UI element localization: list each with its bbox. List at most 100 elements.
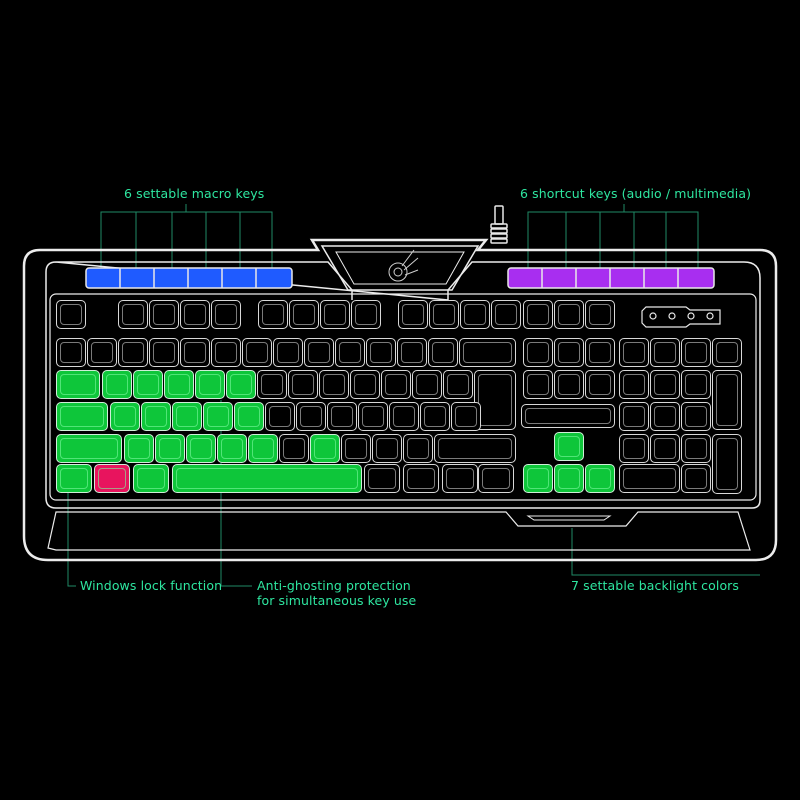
key-enter [474, 370, 516, 430]
shortcut-keys-bar [507, 267, 715, 289]
key [554, 370, 584, 399]
key-numpad-plus [712, 370, 742, 430]
key [650, 434, 680, 463]
key [310, 434, 340, 463]
key [585, 300, 615, 329]
key [149, 338, 179, 367]
key [164, 370, 194, 399]
key-ctrl-left [56, 464, 92, 493]
callout-anti-ghosting-1: Anti-ghosting protection [257, 578, 411, 593]
key [273, 338, 303, 367]
key-shift-left [56, 434, 122, 463]
key [350, 370, 380, 399]
key [203, 402, 233, 431]
key [491, 300, 521, 329]
callout-macro-keys: 6 settable macro keys [124, 186, 265, 201]
indicator-leds [641, 306, 721, 328]
key [211, 338, 241, 367]
key-blank-panel [521, 404, 615, 428]
key-arrow [554, 464, 584, 493]
key [619, 338, 649, 367]
key [403, 434, 433, 463]
key [478, 464, 514, 493]
key [319, 370, 349, 399]
key [403, 464, 439, 493]
key [155, 434, 185, 463]
key [257, 370, 287, 399]
brand-logo-icon [388, 249, 419, 282]
key [442, 464, 478, 493]
key [389, 402, 419, 431]
key [327, 402, 357, 431]
key [650, 370, 680, 399]
key [180, 300, 210, 329]
key [585, 370, 615, 399]
key [619, 434, 649, 463]
key-tab [56, 370, 100, 399]
key [412, 370, 442, 399]
key [258, 300, 288, 329]
key-shift-right [434, 434, 516, 463]
key [195, 370, 225, 399]
key [428, 338, 458, 367]
key [712, 338, 742, 367]
key-numpad-0 [619, 464, 680, 493]
key [681, 370, 711, 399]
key [56, 338, 86, 367]
key [211, 300, 241, 329]
key-space [172, 464, 362, 493]
key-windows-lock [94, 464, 130, 493]
key [118, 338, 148, 367]
key [381, 370, 411, 399]
key [650, 402, 680, 431]
key [304, 338, 334, 367]
callout-windows-lock: Windows lock function [80, 578, 223, 593]
key [279, 434, 309, 463]
key [265, 402, 295, 431]
key [296, 402, 326, 431]
callout-shortcut-keys: 6 shortcut keys (audio / multimedia) [520, 186, 752, 201]
key [619, 402, 649, 431]
key [102, 370, 132, 399]
key [118, 300, 148, 329]
key [351, 300, 381, 329]
key [681, 402, 711, 431]
key [681, 464, 711, 493]
key [124, 434, 154, 463]
key [585, 338, 615, 367]
key [619, 370, 649, 399]
keyboard-body [22, 238, 778, 562]
key-esc [56, 300, 86, 329]
key [554, 338, 584, 367]
key [420, 402, 450, 431]
callout-backlight: 7 settable backlight colors [571, 578, 740, 593]
key [87, 338, 117, 367]
key [110, 402, 140, 431]
key-backspace [459, 338, 516, 367]
key-caps-lock [56, 402, 108, 431]
key [451, 402, 481, 431]
key [429, 300, 459, 329]
key [681, 338, 711, 367]
key-arrow-up [554, 432, 584, 461]
callout-anti-ghosting-2: for simultaneous key use [257, 593, 417, 608]
key [248, 434, 278, 463]
key [288, 370, 318, 399]
key [335, 338, 365, 367]
key-arrow [585, 464, 615, 493]
key [397, 338, 427, 367]
macro-keys-bar [85, 267, 293, 289]
key-arrow [523, 464, 553, 493]
key [217, 434, 247, 463]
key [398, 300, 428, 329]
key [186, 434, 216, 463]
key [366, 338, 396, 367]
key [523, 300, 553, 329]
key [172, 402, 202, 431]
key-numpad-enter [712, 434, 742, 494]
key [242, 338, 272, 367]
key [234, 402, 264, 431]
key [180, 338, 210, 367]
key [460, 300, 490, 329]
